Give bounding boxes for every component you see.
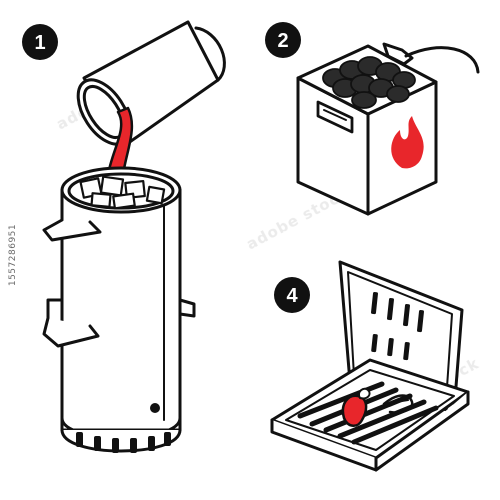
rivet: [150, 403, 160, 413]
coals-in-chimney: [79, 175, 166, 210]
step-2-badge: 2: [265, 22, 301, 58]
step-4-number: 4: [286, 285, 298, 307]
step-1-number: 1: [34, 32, 45, 54]
grill-icon: [270, 260, 470, 472]
pouring-cup-icon: [76, 20, 226, 148]
charcoal-briquettes: [322, 56, 416, 109]
lid-vents: [371, 291, 424, 361]
step-4-badge: 4: [274, 277, 310, 313]
chimney-starter-icon: [42, 20, 226, 453]
charcoal-bag-icon: [296, 42, 480, 216]
flame-icon: [391, 116, 424, 169]
vent-slots: [76, 432, 171, 453]
fire-starter-cube-icon: [341, 394, 368, 427]
lighter-icon: [382, 42, 480, 74]
step-2-number: 2: [277, 30, 288, 52]
step-1-badge: 1: [22, 24, 58, 60]
stock-id-watermark: 1557286951: [8, 223, 18, 287]
